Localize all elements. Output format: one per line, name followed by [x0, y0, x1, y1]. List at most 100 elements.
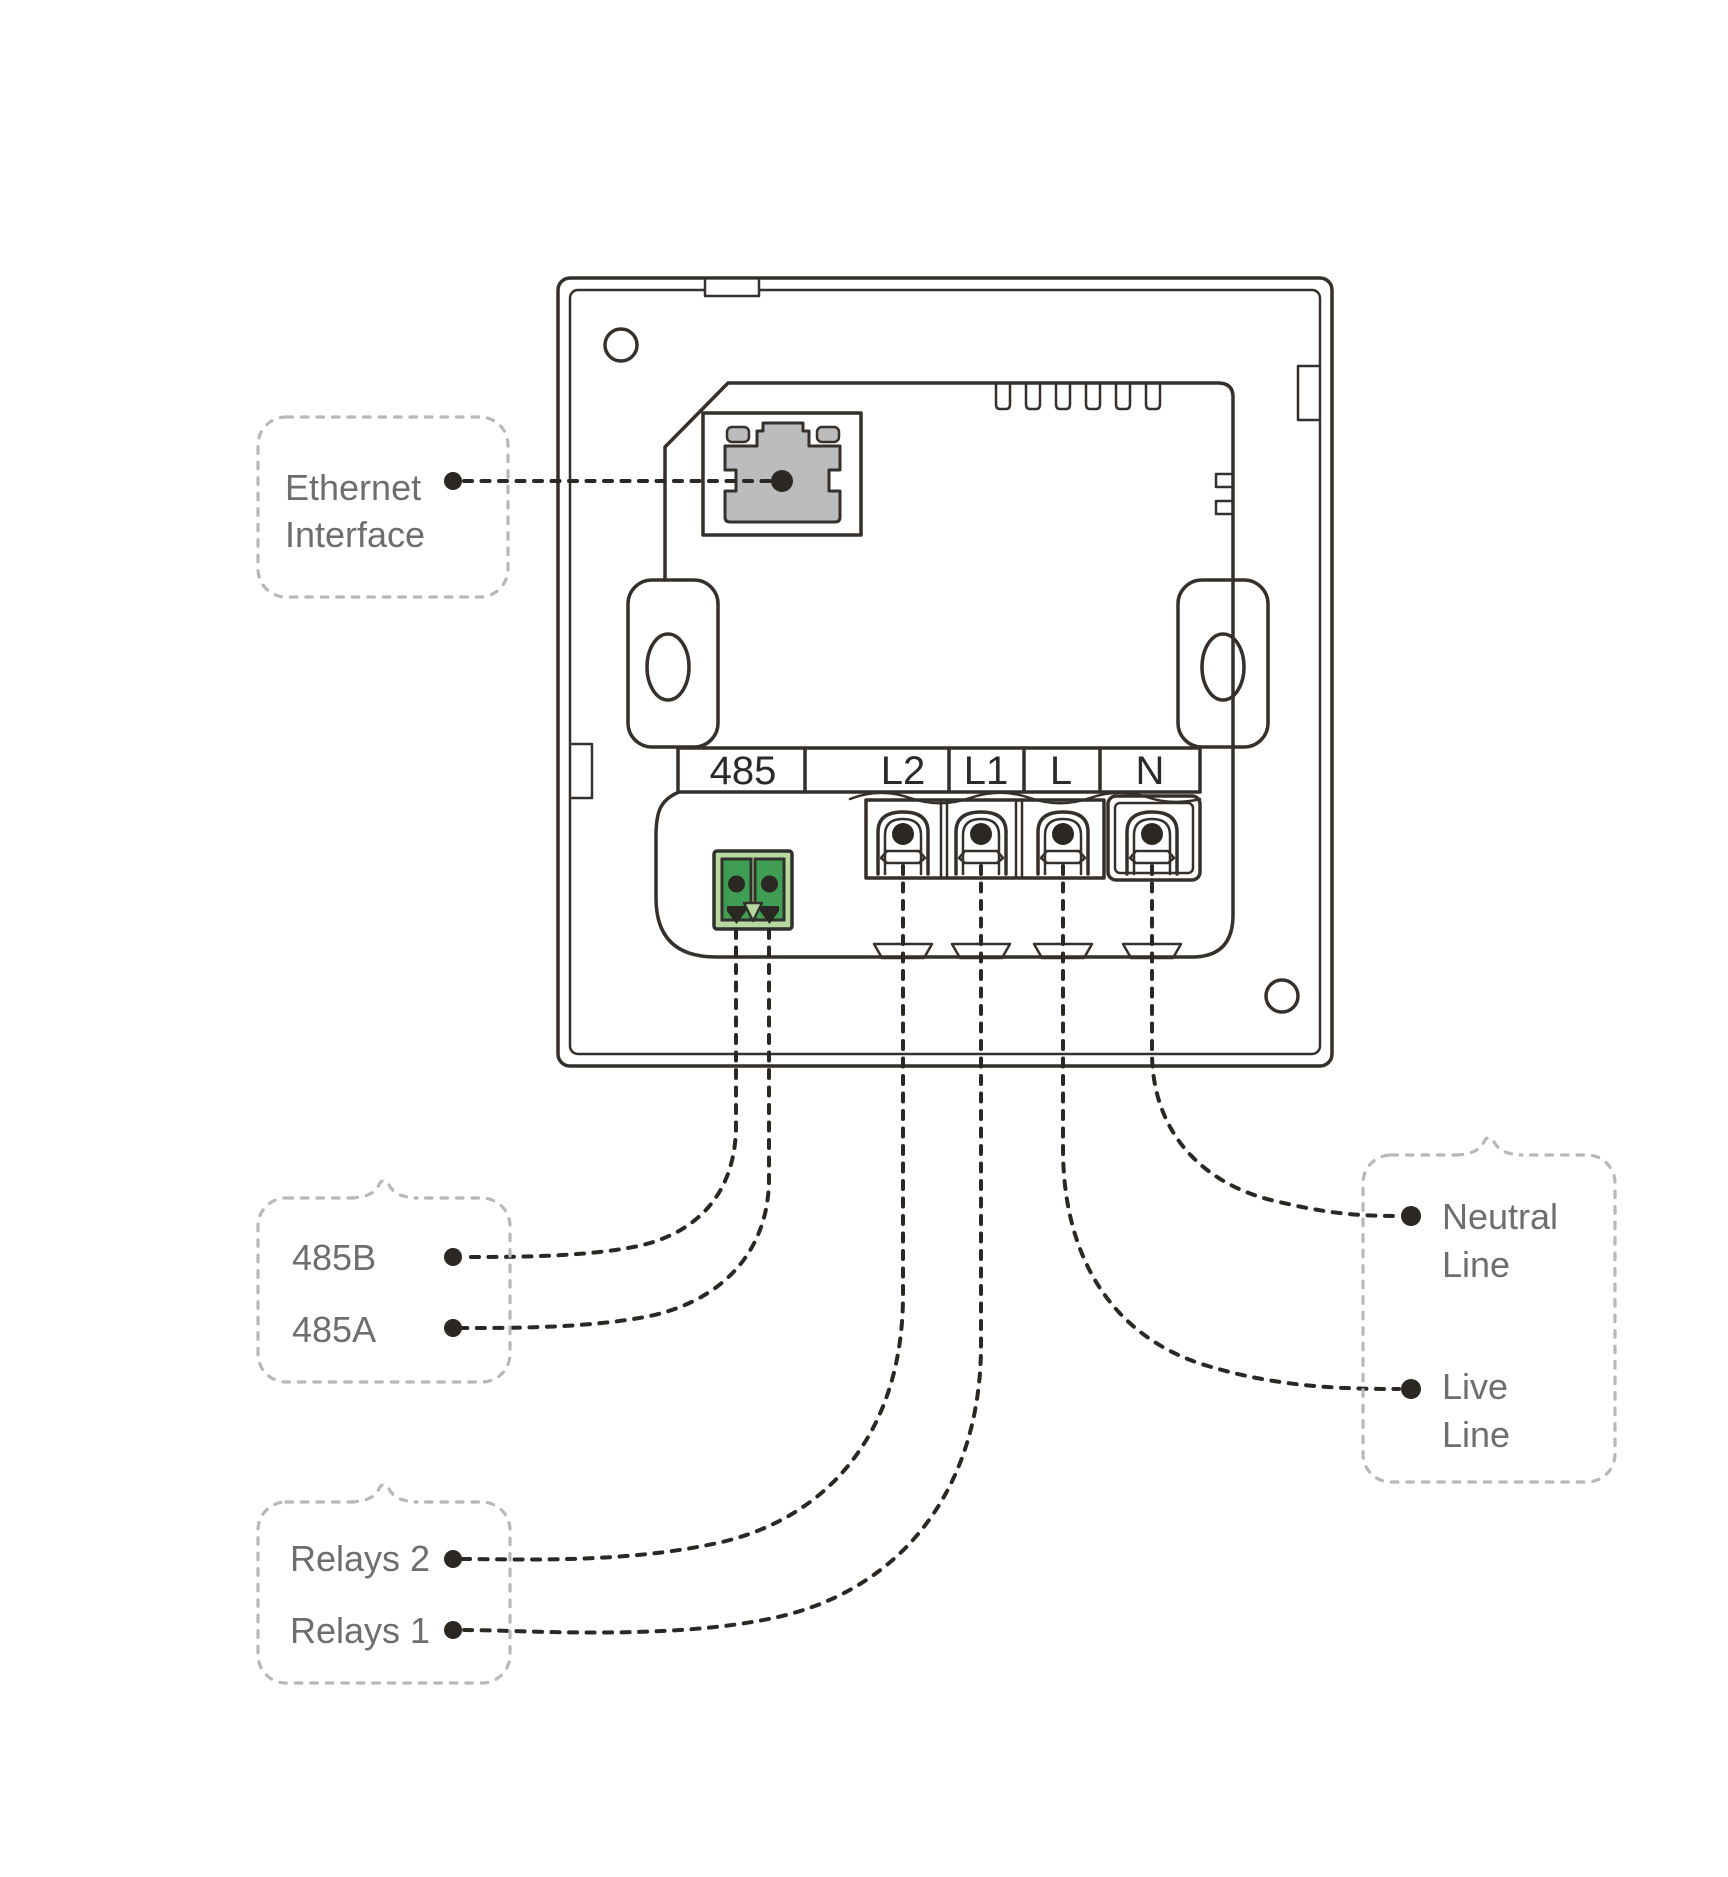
- callout-anchor-dot: [444, 1621, 462, 1639]
- screw-terminal-icon-N: [1106, 794, 1202, 882]
- wire-exit-notch: [1032, 942, 1094, 960]
- ethernet-anchor-dot: [771, 470, 793, 492]
- wires: [460, 479, 1401, 1635]
- callout-label: Interface: [285, 514, 425, 555]
- callout-box: [256, 1196, 512, 1384]
- terminal-clamp: [957, 849, 1005, 865]
- callout-anchor-dot: [1401, 1206, 1421, 1226]
- terminal-screw-dot: [1141, 823, 1163, 845]
- terminal-label-L: L: [1050, 749, 1072, 793]
- wire-relays-2: [460, 864, 905, 1562]
- panel-right-notch: [1214, 499, 1233, 516]
- callout-label: 485B: [292, 1237, 376, 1278]
- ethernet-port-pad-right: [815, 425, 841, 444]
- vent-slot: [1054, 381, 1072, 411]
- vent-slot: [1114, 381, 1132, 411]
- device-backplate: 485 L2 L1 L N: [556, 276, 1334, 1068]
- wire-485A: [460, 928, 771, 1330]
- terminal-strip: 485 L2 L1 L N: [676, 746, 1202, 794]
- vent-slot: [994, 381, 1012, 411]
- wire-live-line: [1061, 864, 1401, 1391]
- backplate-inner-rim: [568, 288, 1322, 1056]
- terminal-label-N: N: [1136, 749, 1165, 793]
- callout-anchor-dot: [1401, 1379, 1421, 1399]
- vent-slot: [1084, 381, 1102, 411]
- wire-exit-notch: [1121, 942, 1183, 960]
- callout-label: Live: [1442, 1366, 1508, 1407]
- terminal-clamp: [1128, 849, 1176, 865]
- callout-box: [256, 415, 510, 599]
- screw-hole-bottom-right: [1264, 978, 1300, 1014]
- callout-label: Ethernet: [285, 467, 421, 508]
- terminal-label-L1: L1: [964, 749, 1009, 793]
- callout-label: Line: [1442, 1244, 1510, 1285]
- right-notch-mask: [1298, 366, 1319, 420]
- terminal-block-frame: [1106, 794, 1202, 882]
- terminal-screw-dot: [892, 823, 914, 845]
- backplate-outer-edge: [556, 276, 1334, 1068]
- screw-terminal-block: [864, 798, 1106, 880]
- callout-beak: [349, 1178, 419, 1200]
- callout-label: 485A: [292, 1309, 376, 1350]
- callout-label: Relays 1: [290, 1610, 430, 1651]
- rs485-pin-dot-left: [728, 875, 745, 893]
- callout-anchor-dot: [444, 1319, 462, 1337]
- callout-label: Relays 2: [290, 1538, 430, 1579]
- terminal-arch-inner: [883, 817, 923, 876]
- beak-mask: [354, 1195, 414, 1201]
- rs485-center-arrow: [742, 901, 764, 923]
- green-2pin-terminal-icon: [712, 849, 794, 931]
- terminal-arch-inner: [961, 817, 1001, 876]
- terminal-clamp: [1039, 849, 1087, 865]
- terminal-label-L2: L2: [881, 749, 926, 793]
- beak-mask: [1459, 1152, 1519, 1158]
- callout-label: Neutral: [1442, 1196, 1558, 1237]
- panel-surface-line: [848, 791, 1202, 805]
- terminal-screw-dot: [970, 823, 992, 845]
- callout-anchor-dot: [444, 472, 462, 490]
- terminal-screw-dot: [1052, 823, 1074, 845]
- wire-neutral-line: [1150, 864, 1401, 1218]
- screw-terminal-icon-L: [1036, 810, 1090, 876]
- right-notch: [1296, 364, 1320, 422]
- terminal-block-frame: [864, 798, 1106, 880]
- rj45-port-icon: [701, 411, 863, 537]
- ethernet-port-pad-left: [725, 425, 751, 444]
- wire-exit-notches: [872, 942, 1183, 960]
- callout-relays: Relays 2 Relays 1: [256, 1482, 512, 1685]
- terminal-strip-frame: [676, 746, 1202, 794]
- vent-slots-icon: [994, 381, 1162, 411]
- vent-slot: [1024, 381, 1042, 411]
- screw-terminal-icon-L1: [954, 810, 1008, 876]
- tab-outline: [1176, 578, 1270, 749]
- terminal-arch: [1036, 810, 1090, 876]
- panel-right-notch: [1214, 472, 1233, 489]
- callout-power-lines: Neutral Line Live Line: [1361, 1135, 1617, 1484]
- callout-beak: [349, 1482, 419, 1504]
- callout-beak: [1454, 1135, 1524, 1157]
- callout-anchor-dot: [444, 1248, 462, 1266]
- ethernet-port-frame: [701, 411, 863, 537]
- callout-rs485: 485B 485A: [256, 1178, 512, 1384]
- terminal-arch-inner: [1132, 817, 1172, 876]
- oval-mounting-hole-icon: [645, 632, 691, 702]
- terminal-label-485: 485: [710, 749, 777, 793]
- beak-mask: [354, 1499, 414, 1505]
- wire-exit-notch: [950, 942, 1012, 960]
- wire-exit-notch: [872, 942, 934, 960]
- terminal-arch: [1125, 810, 1179, 876]
- callout-box: [256, 1500, 512, 1685]
- terminal-arch-inner: [1043, 817, 1083, 876]
- top-notch-mask: [704, 279, 760, 297]
- callout-ethernet-interface: Ethernet Interface: [256, 415, 510, 599]
- mounting-tab-right: [1176, 578, 1270, 749]
- terminal-arch: [876, 810, 930, 876]
- screw-terminal-icon-L2: [876, 810, 930, 876]
- left-notch: [570, 742, 594, 800]
- callout-label: Line: [1442, 1414, 1510, 1455]
- screw-hole-top-left: [603, 327, 639, 363]
- top-notch: [703, 278, 761, 298]
- mounting-tab-left: [626, 578, 720, 749]
